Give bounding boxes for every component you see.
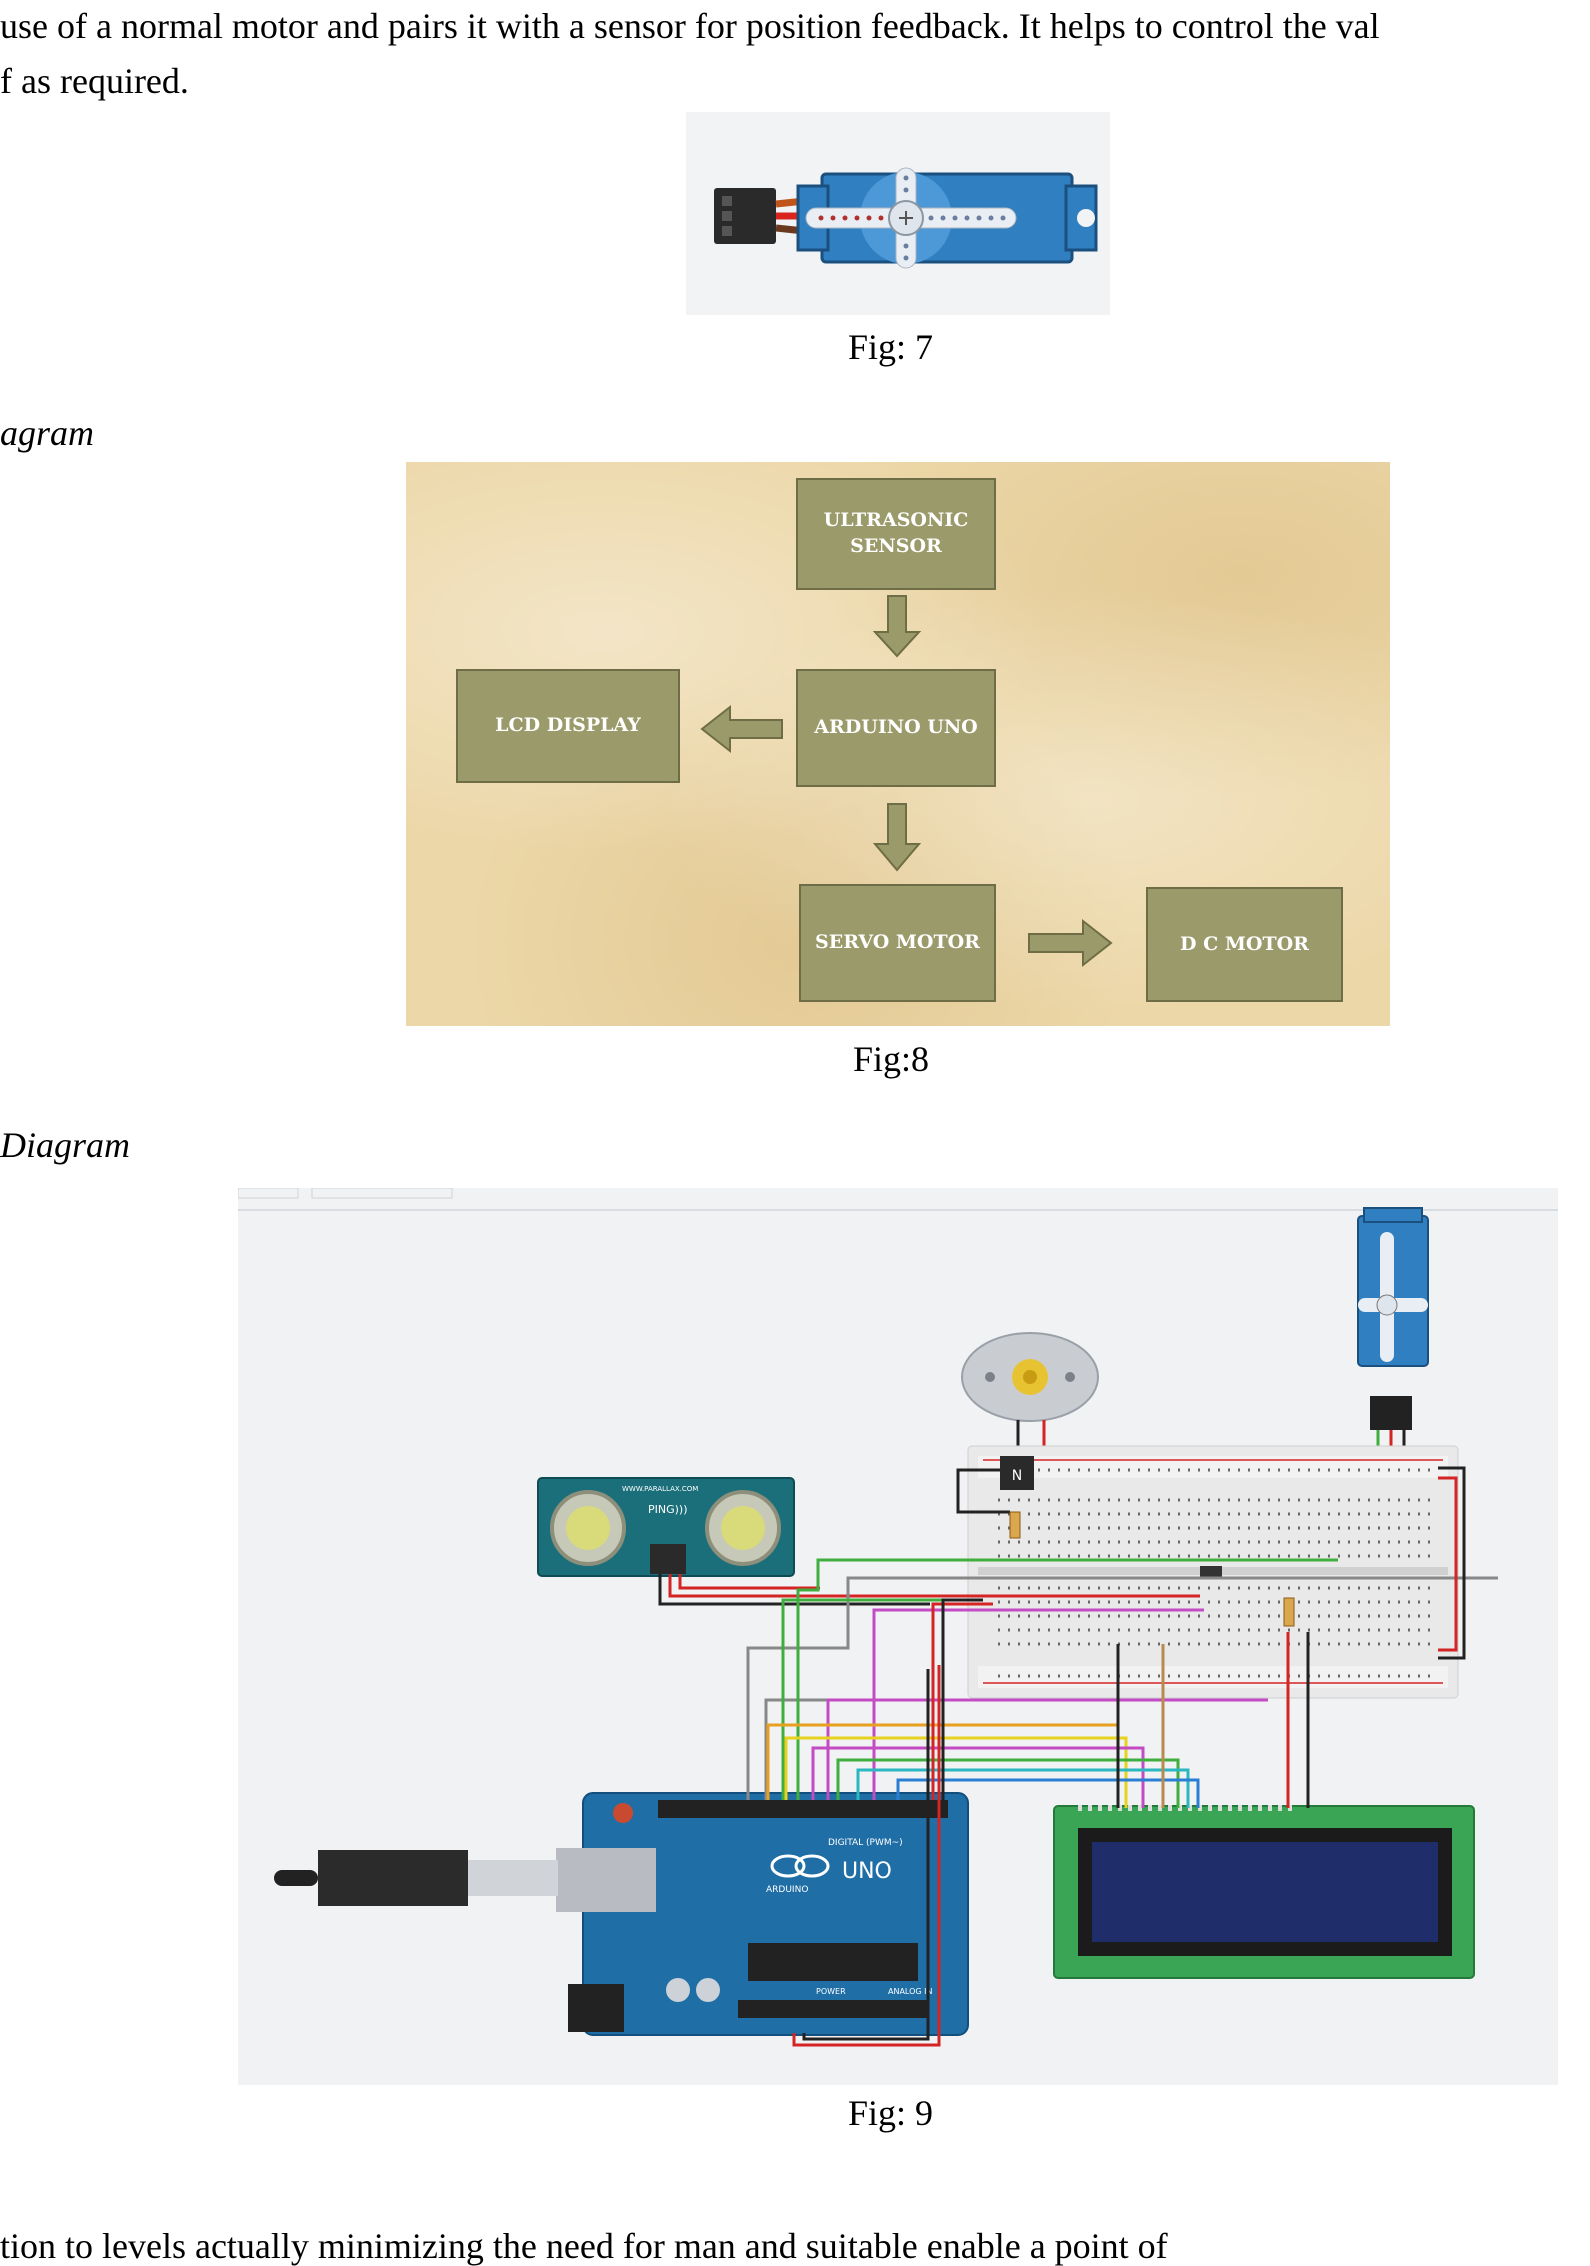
svg-text:PING))): PING))): [648, 1503, 688, 1516]
servo-motor-figure: [686, 112, 1110, 315]
fig8-caption: Fig:8: [853, 1039, 930, 1079]
block-diagram-arrows: [700, 595, 1113, 968]
circuit-drawing: N PING))) WWW.PARALLAX.COM: [237, 1187, 1558, 2047]
arrow-left-icon: [700, 704, 783, 754]
fig9-caption: Fig: 9: [848, 2093, 934, 2133]
transistor-icon: [1000, 1456, 1034, 1490]
switch-icon: [1200, 1566, 1222, 1578]
resistor-icon: [1009, 1511, 1021, 1539]
body-text-line-1: use of a normal motor and pairs it with …: [0, 6, 1380, 46]
arduino-uno-block: ARDUINO UNO: [796, 669, 996, 787]
block-diagram-heading: agram: [0, 413, 95, 453]
resistor-icon: [1283, 1597, 1295, 1627]
svg-text:ARDUINO: ARDUINO: [766, 1885, 808, 1895]
svg-text:N: N: [1012, 1468, 1022, 1484]
block-diagram: ULTRASONIC SENSOR ARDUINO UNO LCD DISPLA…: [406, 462, 1390, 1026]
arrow-down-icon: [872, 595, 922, 658]
fig7-caption: Fig: 7: [848, 327, 934, 367]
lcd-display-block: LCD DISPLAY: [456, 669, 680, 783]
svg-text:DIGITAL (PWM~): DIGITAL (PWM~): [828, 1838, 903, 1848]
arrow-down-icon: [872, 803, 922, 872]
ultrasonic-sensor-block: ULTRASONIC SENSOR: [796, 478, 996, 590]
svg-text:ANALOG IN: ANALOG IN: [888, 1987, 933, 1996]
servo-icon: [1357, 1207, 1429, 1430]
servo-motor-block: SERVO MOTOR: [799, 884, 996, 1002]
svg-text:WWW.PARALLAX.COM: WWW.PARALLAX.COM: [622, 1485, 698, 1493]
body-text-line-2: f as required.: [0, 61, 189, 101]
lcd-display-icon: [1053, 1805, 1475, 1979]
svg-text:POWER: POWER: [816, 1987, 846, 1996]
body-text-last-line: tion to levels actually minimizing the n…: [0, 2226, 1168, 2266]
dc-motor-icon: [961, 1332, 1099, 1422]
circuit-diagram-heading: Diagram: [0, 1125, 131, 1165]
svg-text:UNO: UNO: [842, 1859, 892, 1884]
dc-motor-block: D C MOTOR: [1146, 887, 1343, 1002]
arrow-right-icon: [1028, 918, 1113, 968]
ultrasonic-sensor-icon: PING))) WWW.PARALLAX.COM: [537, 1477, 795, 1577]
servo-motor-icon: [714, 167, 1098, 269]
arduino-uno-icon: UNO ARDUINO DIGITAL (PWM~) POWER ANALOG …: [556, 1792, 969, 2036]
circuit-diagram: N PING))) WWW.PARALLAX.COM: [237, 1187, 1558, 2085]
